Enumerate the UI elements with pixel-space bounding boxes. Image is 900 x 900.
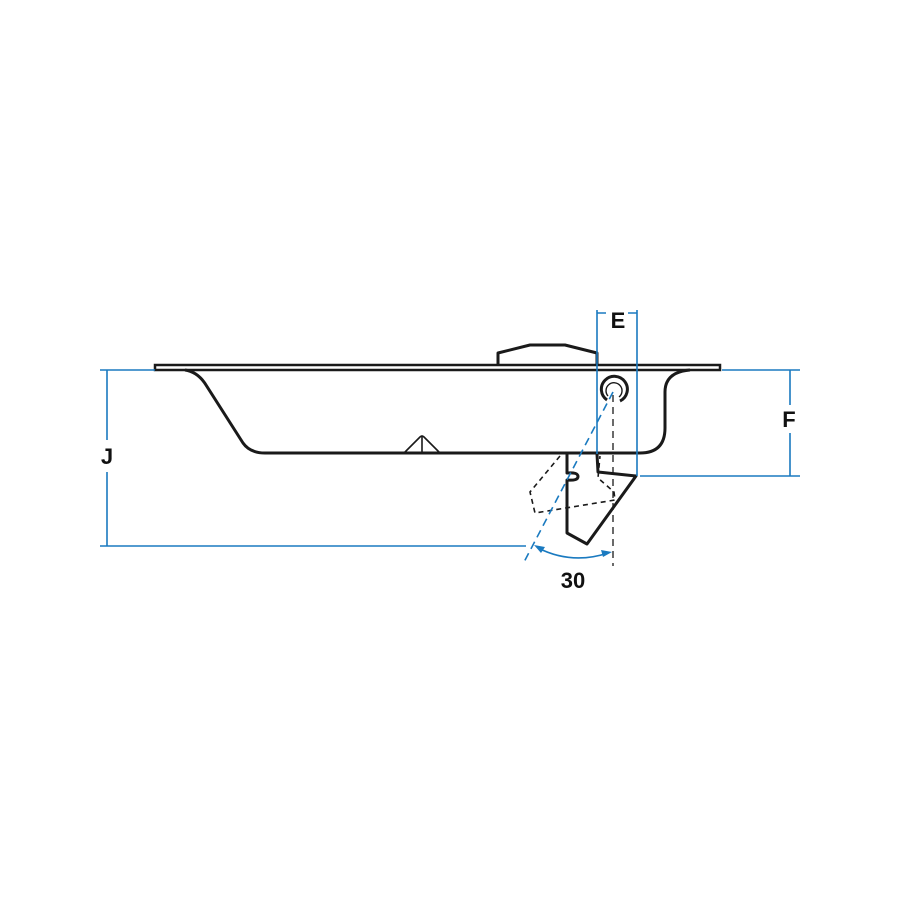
dimension-lines xyxy=(100,310,800,565)
rotated-axis xyxy=(522,391,614,565)
rib-triangle xyxy=(403,435,441,454)
flange-plate xyxy=(153,363,722,372)
dim-e xyxy=(596,310,638,476)
arrowhead-left xyxy=(534,545,545,553)
label-j: J xyxy=(101,444,113,469)
knob xyxy=(496,343,599,364)
latch-tongue xyxy=(565,453,638,546)
label-angle: 30 xyxy=(561,568,585,593)
dim-j xyxy=(100,369,526,547)
dim-f xyxy=(640,369,800,477)
ring-inner xyxy=(605,382,623,398)
latch-tongue-rotated xyxy=(529,455,616,514)
latch-body xyxy=(153,343,722,566)
arrowhead-right xyxy=(601,550,612,557)
angle-arc xyxy=(537,547,609,559)
label-f: F xyxy=(782,407,795,432)
label-e: E xyxy=(611,308,626,333)
tray-outline xyxy=(184,368,691,455)
ring-icon xyxy=(599,374,629,403)
